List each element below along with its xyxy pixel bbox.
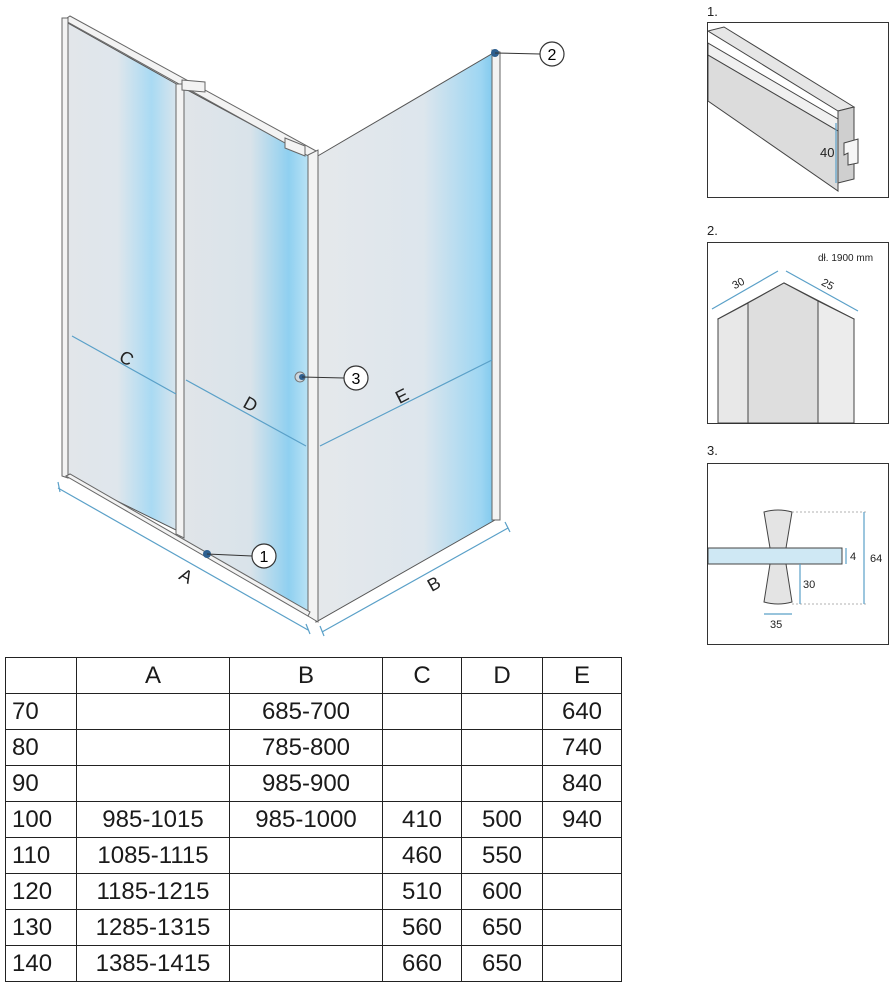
table-row: 80 785-800 740 (5, 729, 622, 766)
cell-A (76, 729, 230, 766)
cell-A: 1285-1315 (76, 909, 230, 946)
cell-size: 110 (5, 837, 77, 874)
cell-B: 685-700 (229, 693, 383, 730)
cell-B (229, 909, 383, 946)
knob-drawing: 4 64 30 35 (707, 509, 882, 631)
header-E: E (542, 657, 622, 694)
label-B: B (424, 572, 444, 595)
cell-B: 985-1000 (229, 801, 383, 838)
cell-E (542, 873, 622, 910)
cell-D: 550 (461, 837, 543, 874)
cell-E: 740 (542, 729, 622, 766)
cell-C (382, 765, 462, 802)
detail-1-number: 1. (707, 4, 718, 19)
cell-E: 840 (542, 765, 622, 802)
cell-D (461, 693, 543, 730)
cell-size: 80 (5, 729, 77, 766)
rail-profile-drawing: 40 (706, 26, 859, 192)
side-glass-panel (315, 51, 496, 623)
header-size (5, 657, 77, 694)
callout-3: 3 (294, 365, 369, 391)
cell-size: 100 (5, 801, 77, 838)
glass-thickness-dim: 4 (850, 551, 856, 563)
table-row: 70 685-700 640 (5, 693, 622, 730)
cell-A: 985-1015 (76, 801, 230, 838)
cell-C (382, 693, 462, 730)
rail-height-dim: 40 (820, 145, 834, 160)
callout-2: 2 (491, 41, 565, 67)
detail-3-box: 4 64 30 35 (707, 463, 889, 645)
cell-C: 460 (382, 837, 462, 874)
cell-B: 785-800 (229, 729, 383, 766)
knob-lower-dim: 30 (803, 579, 815, 591)
cell-size: 120 (5, 873, 77, 910)
front-fixed-panel (65, 21, 181, 533)
cell-A: 1185-1215 (76, 873, 230, 910)
profile-width-dim: 30 (730, 276, 746, 292)
cell-D: 650 (461, 909, 543, 946)
cell-C: 410 (382, 801, 462, 838)
cell-A (76, 765, 230, 802)
header-C: C (382, 657, 462, 694)
cell-E: 940 (542, 801, 622, 838)
profile-length-note: dł. 1900 mm (818, 253, 873, 264)
cell-C: 660 (382, 945, 462, 982)
header-A: A (76, 657, 230, 694)
cell-B (229, 945, 383, 982)
cell-D (461, 765, 543, 802)
cell-B (229, 873, 383, 910)
shower-enclosure-diagram: C D E A B 1 2 3 (57, 15, 565, 637)
cell-E (542, 909, 622, 946)
knob-total-dim: 64 (870, 553, 882, 565)
cell-D (461, 729, 543, 766)
table-header-row: A B C D E (5, 657, 622, 694)
cell-B (229, 837, 383, 874)
cell-E (542, 945, 622, 982)
cell-C: 560 (382, 909, 462, 946)
callout-1-number: 1 (260, 549, 269, 566)
table-row: 90 985-900 840 (5, 765, 622, 802)
detail-1-box: 40 (706, 22, 889, 198)
callout-3-number: 3 (352, 371, 361, 388)
cell-size: 70 (5, 693, 77, 730)
header-D: D (461, 657, 543, 694)
cell-C: 510 (382, 873, 462, 910)
cell-A: 1085-1115 (76, 837, 230, 874)
label-A: A (176, 564, 196, 587)
cell-E (542, 837, 622, 874)
cell-E: 640 (542, 693, 622, 730)
cell-A (76, 693, 230, 730)
cell-size: 140 (5, 945, 77, 982)
cell-size: 90 (5, 765, 77, 802)
cell-A: 1385-1415 (76, 945, 230, 982)
cell-B: 985-900 (229, 765, 383, 802)
detail-2-number: 2. (707, 223, 718, 238)
dimension-lines (57, 335, 511, 637)
callout-2-number: 2 (548, 47, 557, 64)
detail-3-number: 3. (707, 443, 718, 458)
callout-1: 1 (203, 543, 277, 569)
profile-depth-dim: 25 (819, 277, 835, 293)
cell-C (382, 729, 462, 766)
detail-2-box: dł. 1900 mm 30 25 (707, 242, 889, 424)
cell-D: 650 (461, 945, 543, 982)
sliding-door-panel (179, 85, 309, 615)
header-B: B (229, 657, 383, 694)
cell-D: 600 (461, 873, 543, 910)
cell-size: 130 (5, 909, 77, 946)
cell-D: 500 (461, 801, 543, 838)
wall-profile-drawing: dł. 1900 mm 30 25 (711, 253, 873, 424)
knob-width-dim: 35 (770, 619, 782, 631)
